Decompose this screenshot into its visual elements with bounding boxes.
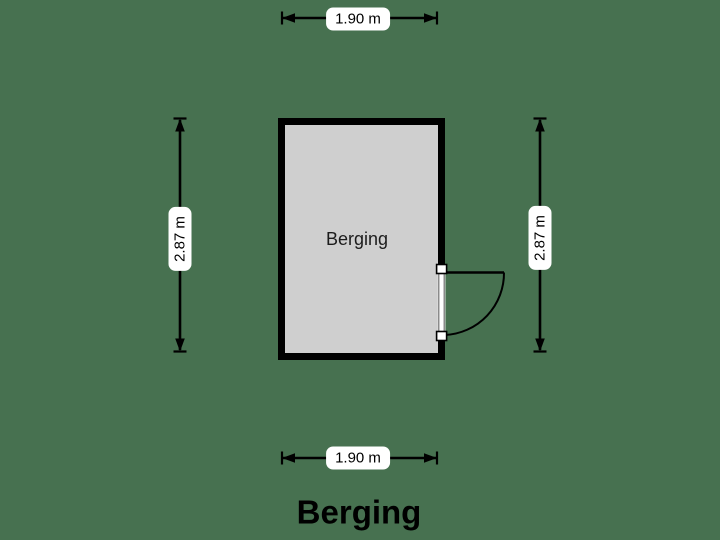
door-jamb-bottom bbox=[435, 330, 448, 342]
dimension-label-left: 2.87 m bbox=[168, 207, 192, 271]
room-label: Berging bbox=[325, 229, 389, 249]
door bbox=[435, 263, 506, 342]
floorplan-title: Berging bbox=[296, 493, 422, 531]
door-swing-arc bbox=[444, 272, 506, 336]
dimension-label-right: 2.87 m bbox=[528, 206, 552, 270]
dimension-label-top: 1.90 m bbox=[326, 7, 390, 31]
room-shape bbox=[278, 118, 445, 360]
door-jamb-top bbox=[435, 263, 448, 275]
dimension-label-bottom: 1.90 m bbox=[326, 446, 390, 470]
